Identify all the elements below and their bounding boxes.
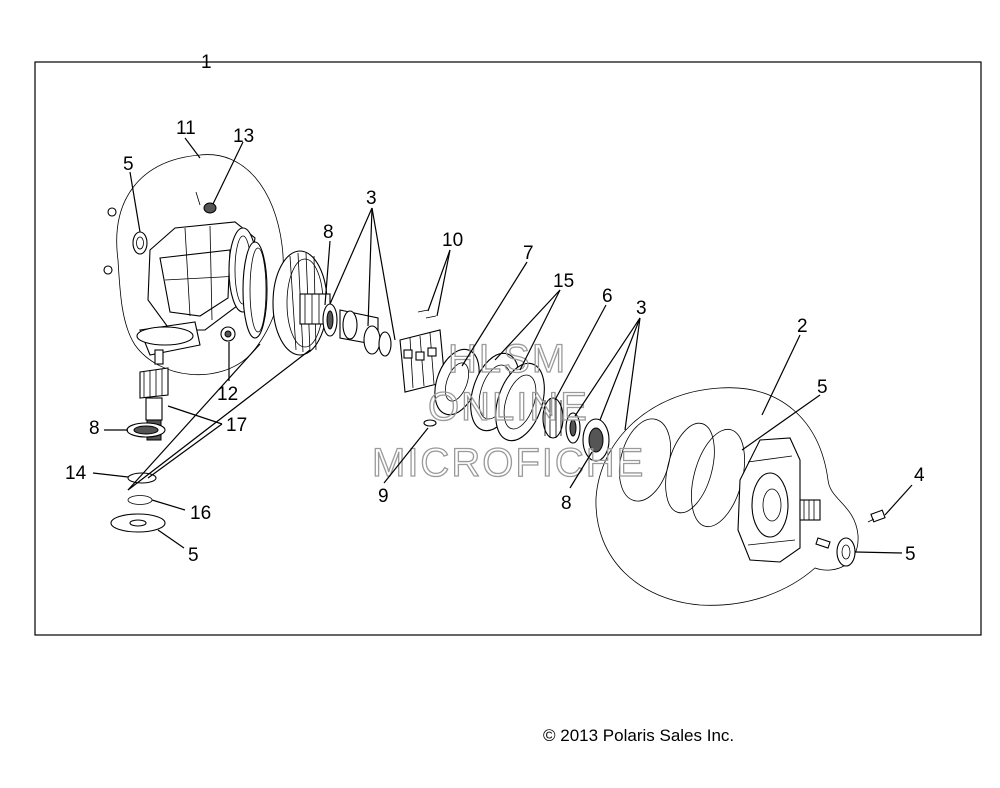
right-housing-outline <box>595 387 859 606</box>
callout-5-top-left: 5 <box>123 154 134 175</box>
callout-5-bottom-left: 5 <box>188 545 199 566</box>
pinion-bearing <box>126 422 166 438</box>
pin-9 <box>423 419 437 427</box>
breather-hose <box>81 207 117 275</box>
callout-1: 1 <box>201 52 212 73</box>
callout-17: 17 <box>226 415 247 436</box>
assembly-frame <box>34 61 982 636</box>
callout-6: 6 <box>602 286 613 307</box>
leader-lines <box>92 137 913 554</box>
callout-8-left: 8 <box>89 418 100 439</box>
callout-7: 7 <box>523 243 534 264</box>
callout-15: 15 <box>553 271 574 292</box>
gear-hub-6 <box>542 397 564 439</box>
watermark: HLSM ONLINE MICROFICHE <box>371 336 645 485</box>
clip-right <box>815 537 831 549</box>
drain-plug <box>220 326 236 342</box>
callout-13: 13 <box>233 126 254 147</box>
callout-11: 11 <box>176 118 196 139</box>
snap-ring-16 <box>127 495 153 505</box>
rear-housing-cover <box>737 437 821 563</box>
spacer-shaft <box>339 309 392 357</box>
vent-fitting <box>195 191 217 214</box>
callout-8-center: 8 <box>323 222 334 243</box>
output-seal-right <box>836 537 856 567</box>
pinion-seal <box>110 513 166 533</box>
callout-5-right-lower: 5 <box>905 544 916 565</box>
svg-text:HLSM: HLSM <box>448 337 567 381</box>
callout-labels: 1 2 3 3 4 5 5 5 5 6 7 8 8 8 9 10 11 12 1… <box>65 52 925 566</box>
callout-8-right: 8 <box>561 493 572 514</box>
callout-3-right: 3 <box>636 298 647 319</box>
seal-pair-3 <box>582 418 610 462</box>
callout-12: 12 <box>217 384 238 405</box>
callout-4: 4 <box>914 465 925 486</box>
bolt-4 <box>867 509 886 523</box>
callout-14: 14 <box>65 463 87 484</box>
callout-3-center: 3 <box>366 188 377 209</box>
front-gearcase-housing <box>136 221 258 356</box>
svg-text:MICROFICHE: MICROFICHE <box>372 441 645 485</box>
svg-text:ONLINE: ONLINE <box>428 385 589 429</box>
callout-9: 9 <box>378 486 389 507</box>
bearing-left-8 <box>322 303 338 337</box>
ring-gear-retainer <box>242 241 268 339</box>
shim-14 <box>127 472 157 484</box>
callout-5-right-upper: 5 <box>817 377 828 398</box>
copyright-text: © 2013 Polaris Sales Inc. <box>543 726 735 745</box>
callout-16: 16 <box>190 503 211 524</box>
seal-top-left <box>132 231 148 255</box>
callout-10: 10 <box>442 230 463 251</box>
callout-2: 2 <box>797 316 808 337</box>
bearing-right-8 <box>565 412 581 444</box>
plates-15 <box>470 352 545 442</box>
springs-10 <box>417 309 437 319</box>
